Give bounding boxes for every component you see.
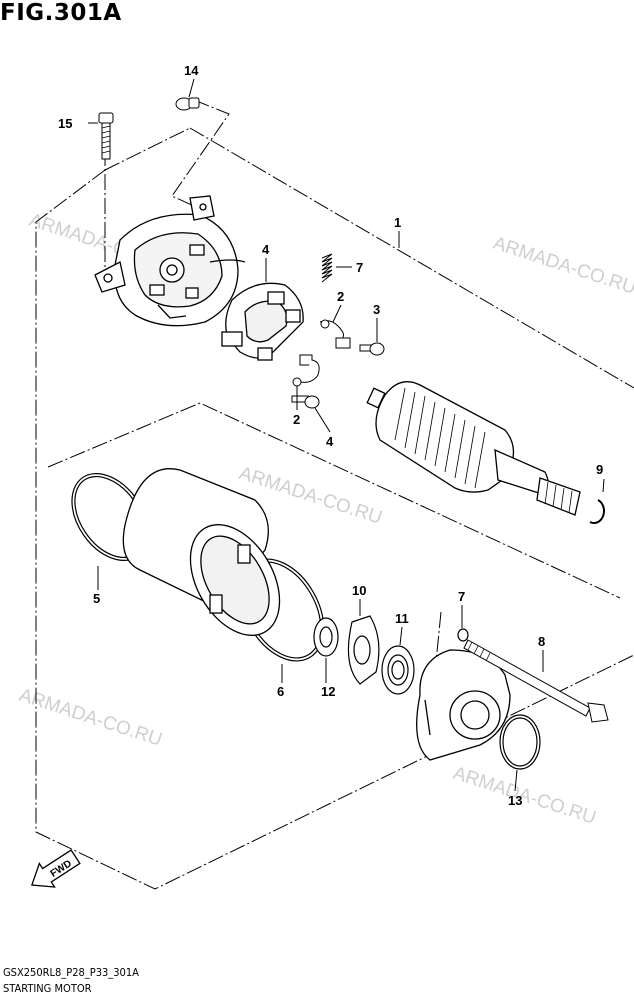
callout-part-2-lower: 2 (293, 412, 300, 427)
o-ring-13 (499, 714, 541, 770)
footer-diagram-name: STARTING MOTOR (3, 982, 92, 995)
callout-part-12: 11 (395, 611, 409, 626)
callout-part-9: 12 (321, 684, 335, 699)
callout-part-14: 14 (184, 63, 199, 78)
callout-part-10: 9 (596, 462, 603, 477)
screw-4-lower (291, 395, 320, 409)
callout-part-11: 10 (352, 583, 366, 598)
rear-housing (94, 195, 246, 327)
callout-part-13: 13 (508, 793, 522, 808)
yoke (122, 468, 281, 636)
inner-outline (47, 402, 621, 599)
screw-4-upper (359, 342, 385, 356)
callout-part-2-upper: 2 (337, 289, 344, 304)
assembly-outline (35, 127, 634, 890)
callout-part-3: 4 (262, 242, 270, 257)
watermark-2: ARMADA-CO.RU (490, 233, 634, 299)
brush-2-upper (319, 319, 351, 349)
callout-part-6: 7 (458, 589, 465, 604)
washer-9 (313, 617, 339, 657)
figure-title: FIG.301A (0, 0, 122, 26)
armature (366, 381, 581, 516)
brush-2-lower (292, 354, 320, 387)
circlip-10 (589, 499, 605, 524)
watermarks: ARMADA-CO.RU ARMADA-CO.RU ARMADA-CO.RU A… (16, 210, 634, 829)
brush-holder-3 (221, 282, 304, 361)
watermark-5: ARMADA-CO.RU (450, 763, 598, 829)
bolt-15 (98, 112, 114, 160)
o-ring-6 (457, 628, 469, 642)
spring-5 (321, 253, 333, 283)
footer-diagram-code: GSX250RL8_P28_P33_301A (3, 966, 139, 979)
callouts: 15 14 1 4 7 2 3 2 4 9 5 10 7 11 8 6 12 1… (58, 63, 603, 808)
watermark-4: ARMADA-CO.RU (16, 685, 164, 751)
fwd-arrow: FWD (30, 849, 81, 888)
long-bolt-8 (463, 639, 609, 723)
callout-part-4-upper: 3 (373, 302, 380, 317)
callout-part-4-lower: 4 (326, 434, 334, 449)
screw-14 (175, 97, 200, 111)
callout-part-7-left: 5 (93, 591, 100, 606)
front-housing (416, 649, 511, 761)
leader-lines (88, 78, 605, 792)
oil-seal-12 (381, 645, 415, 695)
callout-part-8: 8 (538, 634, 545, 649)
callout-part-15: 15 (58, 116, 72, 131)
callout-part-5: 7 (356, 260, 363, 275)
plate-11 (347, 615, 380, 685)
callout-part-1: 1 (394, 215, 401, 230)
callout-part-7-right: 6 (277, 684, 284, 699)
